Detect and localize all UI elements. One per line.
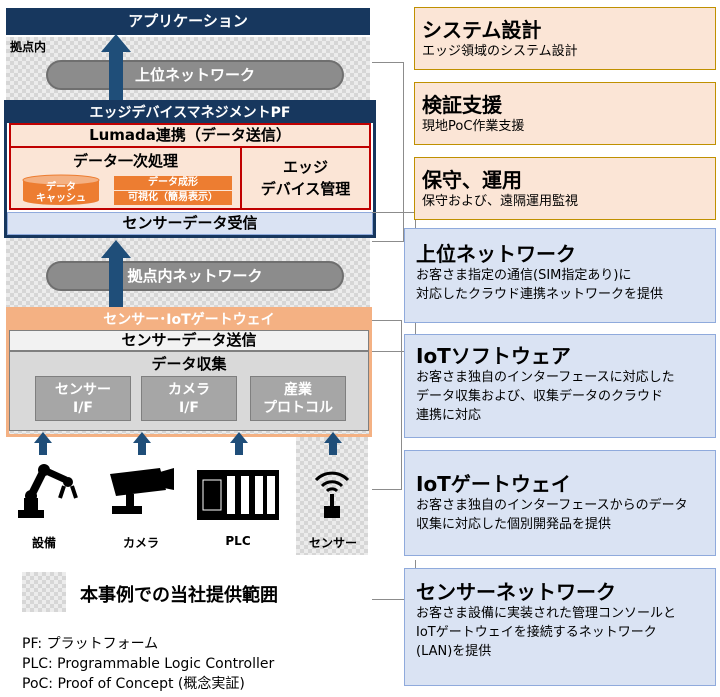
edge-pf-title: エッジデバイスマネジメントPF <box>7 103 373 123</box>
panel-maintenance-text: 保守および、遠隔運用監視 <box>422 194 579 209</box>
sensor-if-box: センサー I/F <box>35 376 131 421</box>
connector-upper-network <box>372 62 404 242</box>
panel-verification <box>414 82 716 145</box>
up-arrow-to-app-head <box>101 34 131 52</box>
up-arrow-to-pf-head <box>101 240 131 258</box>
panel-system-design-title: システム設計 <box>422 18 542 42</box>
device-arrow-shaft-2 <box>138 443 146 455</box>
legend-label: 本事例での当社提供範囲 <box>80 585 278 606</box>
panel-system-design-text: エッジ領域のシステム設計 <box>422 44 578 59</box>
note-pf: PF: プラットフォーム <box>22 636 159 652</box>
device-arrow-shaft-1 <box>39 443 47 455</box>
device-arrow-head-1 <box>34 432 52 443</box>
visualization-box: 可視化（簡易表示） <box>114 191 232 205</box>
application-bar: アプリケーション <box>6 8 370 35</box>
panel-iot-gateway <box>404 450 716 556</box>
panel-iot-software-text: お客さま独自のインターフェースに対応した データ収集および、収集データのクラウド… <box>416 370 675 423</box>
device-label-equipment: 設備 <box>31 536 56 550</box>
device-label-sensor: センサー <box>308 536 357 550</box>
device-arrow-shaft-4 <box>329 443 337 455</box>
lumada-box: Lumada連携（データ送信） <box>9 123 371 148</box>
panel-sensor-network-title: センサーネットワーク <box>416 580 616 604</box>
connector-iot-gateway <box>372 320 402 490</box>
site-label: 拠点内 <box>10 40 47 54</box>
panel-system-design <box>414 7 716 70</box>
panel-iot-software <box>404 334 716 438</box>
camera-if-box: カメラ I/F <box>141 376 237 421</box>
panel-iot-software-title: IoTソフトウェア <box>416 344 571 368</box>
panel-sensor-network <box>404 568 716 686</box>
panel-upper-network-title: 上位ネットワーク <box>416 242 576 266</box>
camera-icon <box>106 464 176 520</box>
data-shaping-box: データ成形 <box>114 176 232 190</box>
sensor-receive-box: センサーデータ受信 <box>7 212 373 235</box>
panel-iot-gateway-title: IoTゲートウェイ <box>416 472 571 496</box>
note-plc: PLC: Programmable Logic Controller <box>22 656 275 672</box>
up-arrow-to-pf-shaft <box>109 257 123 307</box>
processing-divider <box>240 148 242 210</box>
gateway-title: センサー･IoTゲートウェイ <box>9 310 369 330</box>
sensor-send-box: センサーデータ送信 <box>9 330 369 351</box>
gateway-frame <box>6 307 372 437</box>
panel-sensor-network-text: お客さま設備に実装された管理コンソールと IoTゲートウェイを接続するネットワー… <box>416 606 677 659</box>
panel-maintenance <box>414 157 716 220</box>
protocol-box: 産業 プロトコル <box>250 376 346 421</box>
device-arrow-head-4 <box>324 432 342 443</box>
data-collect-label: データ収集 <box>151 355 227 373</box>
panel-upper-network <box>404 228 716 323</box>
panel-verification-text: 現地PoC作業支援 <box>422 119 525 134</box>
data-cache-label: データ キャッシュ <box>36 182 86 204</box>
panel-verification-title: 検証支援 <box>422 93 502 117</box>
plc-icon <box>197 470 279 520</box>
device-arrow-head-3 <box>230 432 248 443</box>
device-arrow-shaft-3 <box>235 443 243 455</box>
site-network-pill: 拠点内ネットワーク <box>46 261 344 291</box>
device-arrow-head-2 <box>133 432 151 443</box>
panel-upper-network-text: お客さま指定の通信(SIM指定あり)に 対応したクラウド連携ネットワークを提供 <box>416 268 664 302</box>
panel-maintenance-title: 保守、運用 <box>422 168 522 192</box>
wireless-sensor-icon <box>312 460 352 520</box>
legend-swatch <box>22 572 66 612</box>
robot-arm-icon <box>14 458 80 520</box>
data-cache-icon <box>22 174 100 206</box>
device-label-plc: PLC <box>225 534 251 548</box>
sensor-provided-area <box>296 437 368 555</box>
note-poc: PoC: Proof of Concept (概念実証) <box>22 676 245 692</box>
panel-iot-gateway-text: お客さま独自のインターフェースからのデータ 収集に対応した個別開発品を提供 <box>416 498 688 532</box>
primary-processing-label: データ一次処理 <box>72 152 178 170</box>
device-label-camera: カメラ <box>122 536 159 550</box>
up-arrow-to-app-shaft <box>109 51 123 101</box>
upper-network-pill: 上位ネットワーク <box>46 60 344 90</box>
edge-device-mgmt-label: エッジ デバイス管理 <box>260 158 351 198</box>
